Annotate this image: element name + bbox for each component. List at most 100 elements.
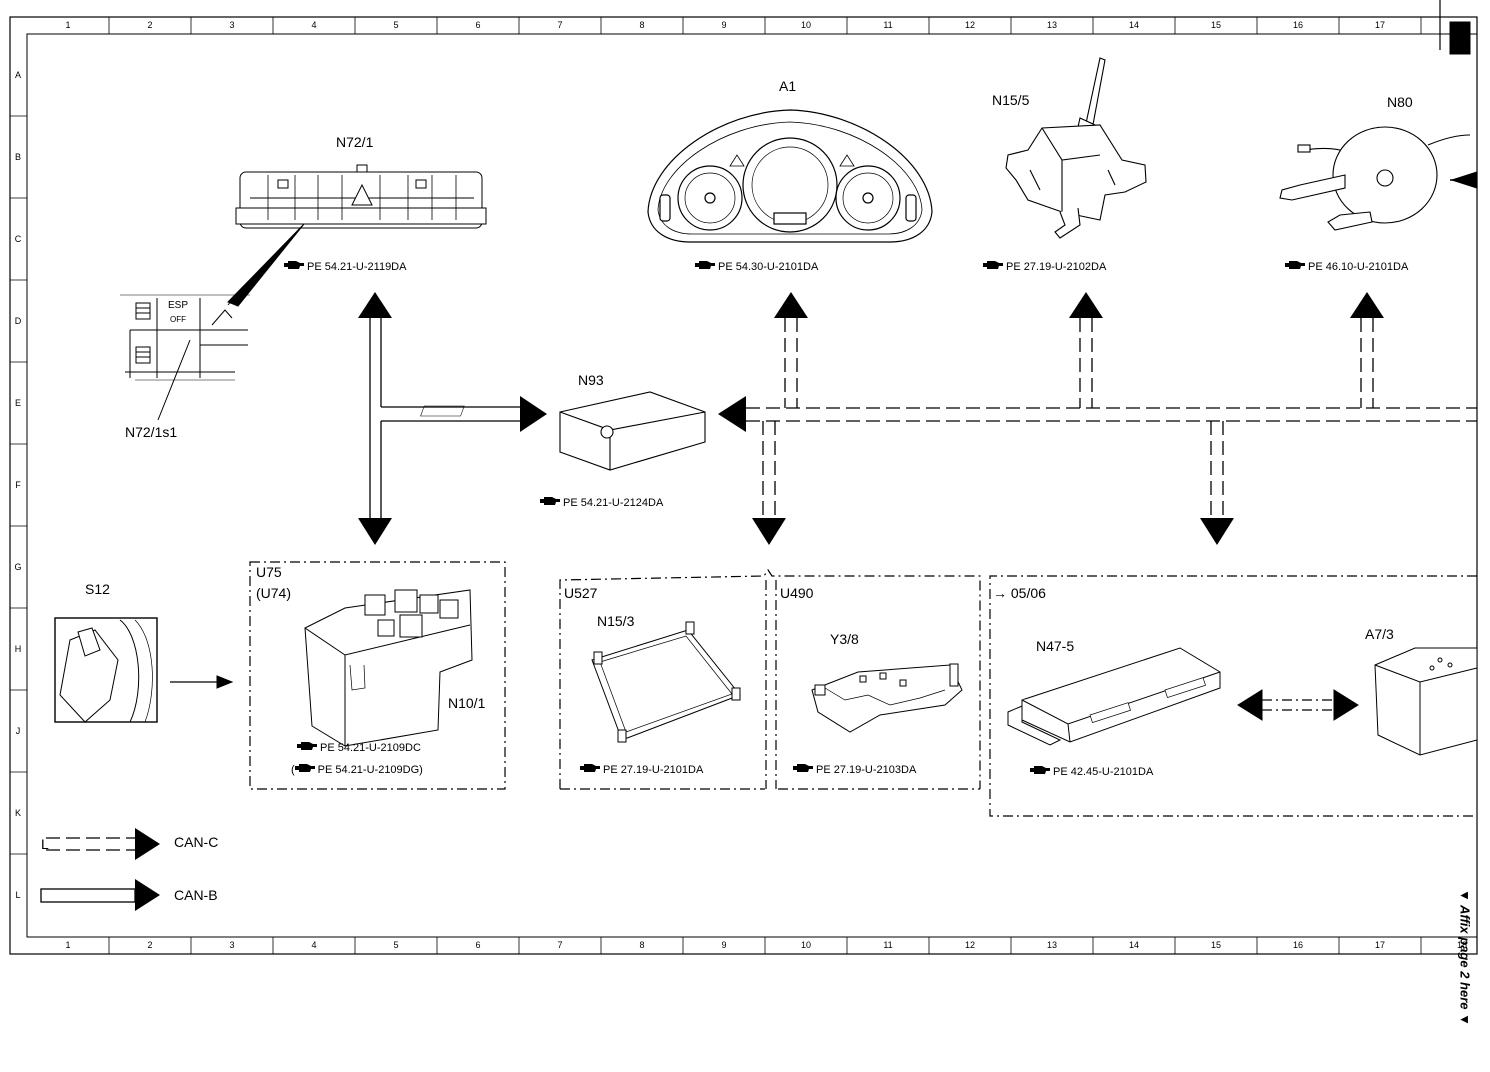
u74-ref: (PE 54.21-U-2109DG) <box>291 764 423 776</box>
u527-label: U527 <box>564 585 598 601</box>
column-number: 12 <box>964 940 975 950</box>
group-0506-box-frame <box>989 575 1477 817</box>
sheet-frame <box>9 0 1478 955</box>
column-number: 17 <box>1374 940 1385 950</box>
column-number: 3 <box>229 940 235 950</box>
column-number: 6 <box>475 940 481 950</box>
column-number: 2 <box>147 20 153 30</box>
n15-5-ref: PE 27.19-U-2102DA <box>983 260 1106 274</box>
row-letter: G <box>14 562 22 572</box>
a7-3-hydraulic-unit-drawing <box>1374 647 1478 756</box>
group-0506-label: → 05/06 <box>993 585 1046 601</box>
column-number: 16 <box>1292 20 1303 30</box>
column-number: 16 <box>1292 940 1303 950</box>
column-number: 6 <box>475 20 481 30</box>
s12-to-u75-arrow <box>170 675 234 689</box>
s12-switch-drawing <box>54 617 158 723</box>
legend-can-c-marker: L <box>41 836 49 852</box>
column-number: 15 <box>1210 940 1221 950</box>
u527-u490-box-frame <box>559 568 981 790</box>
n15-3-label: N15/3 <box>597 613 635 629</box>
column-number: 4 <box>311 940 317 950</box>
y3-8-label: Y3/8 <box>830 631 859 647</box>
n72-1-control-panel-drawing <box>235 164 487 229</box>
column-number: 1 <box>65 940 71 950</box>
row-letter: J <box>15 726 21 736</box>
column-number: 11 <box>883 940 893 950</box>
row-letter: B <box>14 152 21 162</box>
n93-gateway-drawing <box>420 391 706 471</box>
column-number: 14 <box>1128 940 1139 950</box>
n93-ref: PE 54.21-U-2124DA <box>540 496 663 510</box>
column-number: 15 <box>1210 20 1221 30</box>
y3-8-valve-body-drawing <box>811 663 963 733</box>
column-number: 13 <box>1046 940 1057 950</box>
u75-label: U75 <box>256 564 282 580</box>
u527-ref: PE 27.19-U-2101DA <box>580 763 703 777</box>
column-number: 9 <box>721 20 727 30</box>
u490-label: U490 <box>780 585 814 601</box>
row-letter: L <box>15 890 21 900</box>
reference-hand-icon <box>1285 261 1305 269</box>
u490-ref: PE 27.19-U-2103DA <box>793 763 916 777</box>
n72-1s1-switch-detail <box>120 294 250 421</box>
column-number: 18 <box>1456 940 1467 950</box>
column-number: 8 <box>639 20 645 30</box>
esp-switch-text-bottom: OFF <box>170 315 186 324</box>
n72-1-ref: PE 54.21-U-2119DA <box>284 260 406 274</box>
can-c-bus <box>746 318 1477 520</box>
reference-hand-icon <box>793 764 813 772</box>
legend-can-b-label: CAN-B <box>174 887 218 903</box>
u75-ref: PE 54.21-U-2109DC <box>297 741 421 755</box>
column-number: 7 <box>557 20 563 30</box>
row-letter: F <box>15 480 21 490</box>
group-0506-ref: PE 42.45-U-2101DA <box>1030 765 1153 779</box>
column-number: 7 <box>557 940 563 950</box>
n47-5-control-unit-drawing <box>1007 647 1221 746</box>
row-letter: K <box>14 808 21 818</box>
n72-1s1-label: N72/1s1 <box>125 424 178 440</box>
column-number: 8 <box>639 940 645 950</box>
column-number: 5 <box>393 940 399 950</box>
n47-5-label: N47-5 <box>1036 638 1075 654</box>
column-number: 10 <box>800 940 811 950</box>
row-letter: C <box>14 234 22 244</box>
n72-1s1-zoom-callout <box>227 223 305 307</box>
reference-hand-icon <box>297 742 317 750</box>
n80-ref: PE 46.10-U-2101DA <box>1285 260 1408 274</box>
reference-hand-icon <box>580 764 600 772</box>
reference-hand-icon <box>294 764 315 772</box>
n10-1-sam-drawing <box>304 589 473 747</box>
a7-3-label: A7/3 <box>1365 626 1394 642</box>
column-number: 11 <box>883 20 893 30</box>
row-letter: E <box>14 398 21 408</box>
column-number: 3 <box>229 20 235 30</box>
a1-instrument-cluster-drawing <box>647 109 933 243</box>
s12-label: S12 <box>85 581 110 597</box>
u75-box-frame <box>249 561 506 790</box>
can-b-bus <box>369 318 522 522</box>
n93-label: N93 <box>578 372 604 388</box>
can-b-arrowheads <box>358 292 547 545</box>
reference-hand-icon <box>284 261 304 269</box>
n15-3-control-unit-drawing <box>591 621 741 743</box>
column-ticks <box>108 17 1422 954</box>
column-number: 2 <box>147 940 153 950</box>
legend-can-b-symbol <box>40 879 160 911</box>
reference-hand-icon <box>983 261 1003 269</box>
legend-can-c-label: CAN-C <box>174 834 219 850</box>
n80-steering-column-module-drawing <box>1279 126 1478 231</box>
can-c-arrowheads <box>718 292 1384 545</box>
affix-page-text: ▼ Affix page 2 here ▼ <box>1457 889 1473 1026</box>
a1-ref: PE 54.30-U-2101DA <box>695 260 818 274</box>
row-letter: H <box>14 644 22 654</box>
reference-hand-icon <box>1030 766 1050 774</box>
column-number: 17 <box>1374 20 1385 30</box>
u74-label: (U74) <box>256 585 292 601</box>
column-number: 9 <box>721 940 727 950</box>
column-number: 12 <box>964 20 975 30</box>
column-number: 1 <box>65 20 71 30</box>
legend-can-c-symbol <box>46 828 160 860</box>
esp-switch-text-top: ESP <box>168 300 189 311</box>
